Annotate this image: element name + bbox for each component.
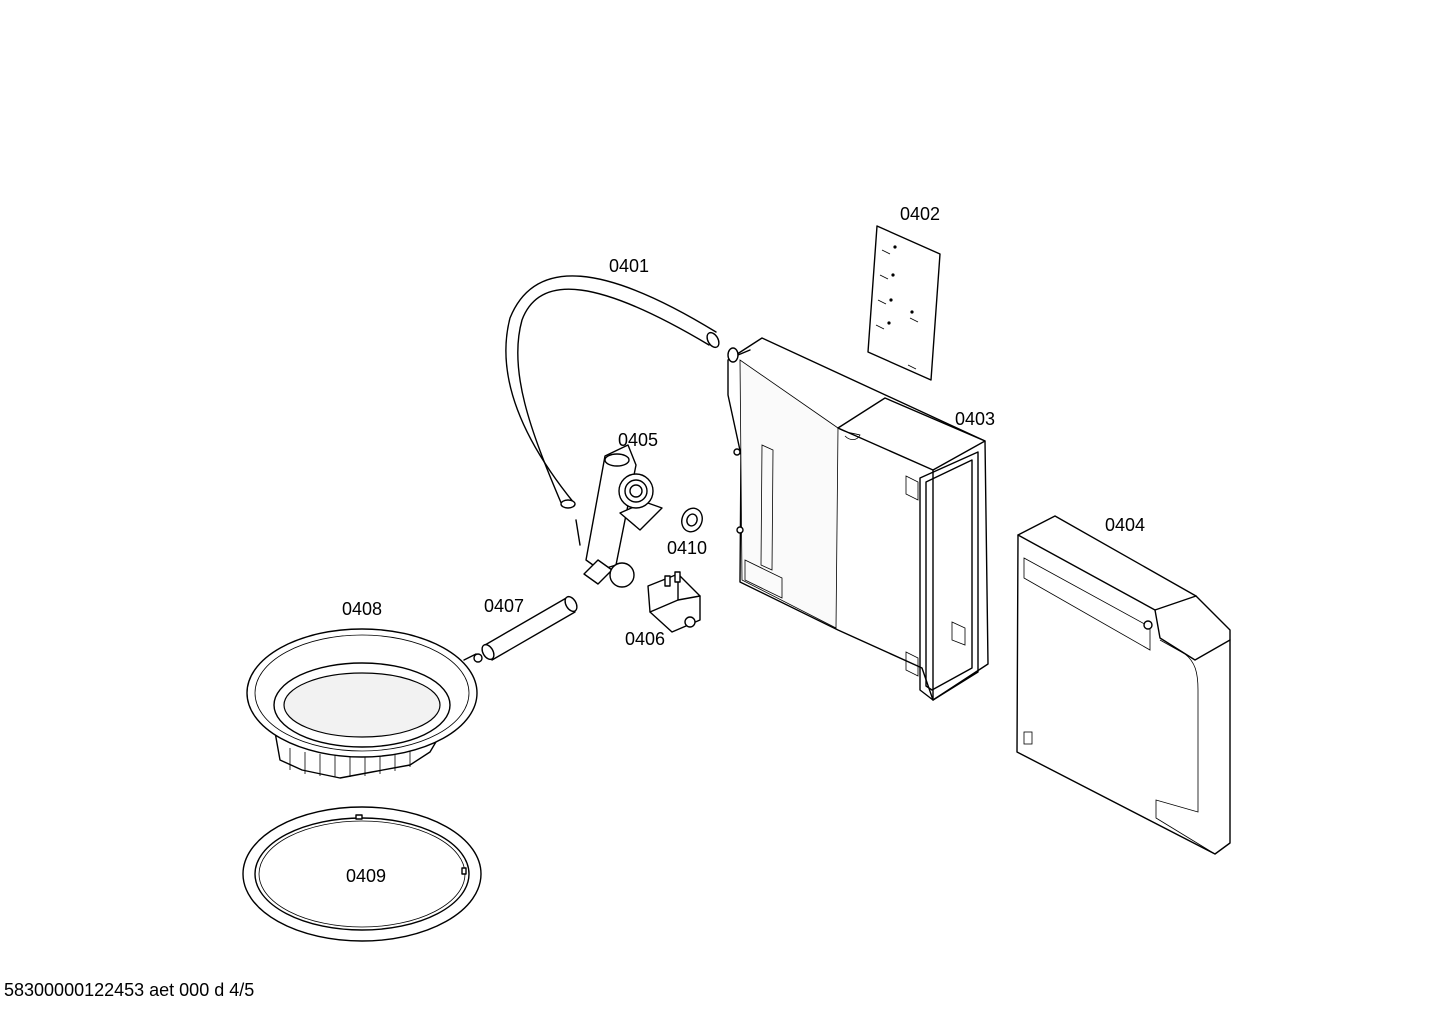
- part-0404-cover[interactable]: [1016, 515, 1231, 855]
- part-0409-ring[interactable]: [242, 806, 482, 942]
- label-0407: 0407: [484, 596, 524, 616]
- part-0405-valve-bracket[interactable]: [575, 444, 663, 588]
- label-0402: 0402: [900, 204, 940, 224]
- part-0407-tube[interactable]: [480, 595, 580, 662]
- label-0401: 0401: [609, 256, 649, 276]
- label-0410: 0410: [667, 538, 707, 558]
- label-0408: 0408: [342, 599, 382, 619]
- label-0404: 0404: [1105, 515, 1145, 535]
- part-0410-washer[interactable]: [678, 505, 705, 534]
- label-0406: 0406: [625, 629, 665, 649]
- part-0402-circuit-board[interactable]: [867, 225, 941, 381]
- label-0409: 0409: [346, 866, 386, 886]
- label-0405: 0405: [618, 430, 658, 450]
- part-0408-bowl[interactable]: [246, 628, 483, 779]
- part-0406-solenoid-valve[interactable]: [647, 571, 701, 633]
- part-0401-hose[interactable]: [505, 275, 721, 509]
- part-0403-housing[interactable]: [727, 337, 989, 701]
- label-0403: 0403: [955, 409, 995, 429]
- document-id-footer: 58300000122453 aet 000 d 4/5: [4, 980, 255, 1000]
